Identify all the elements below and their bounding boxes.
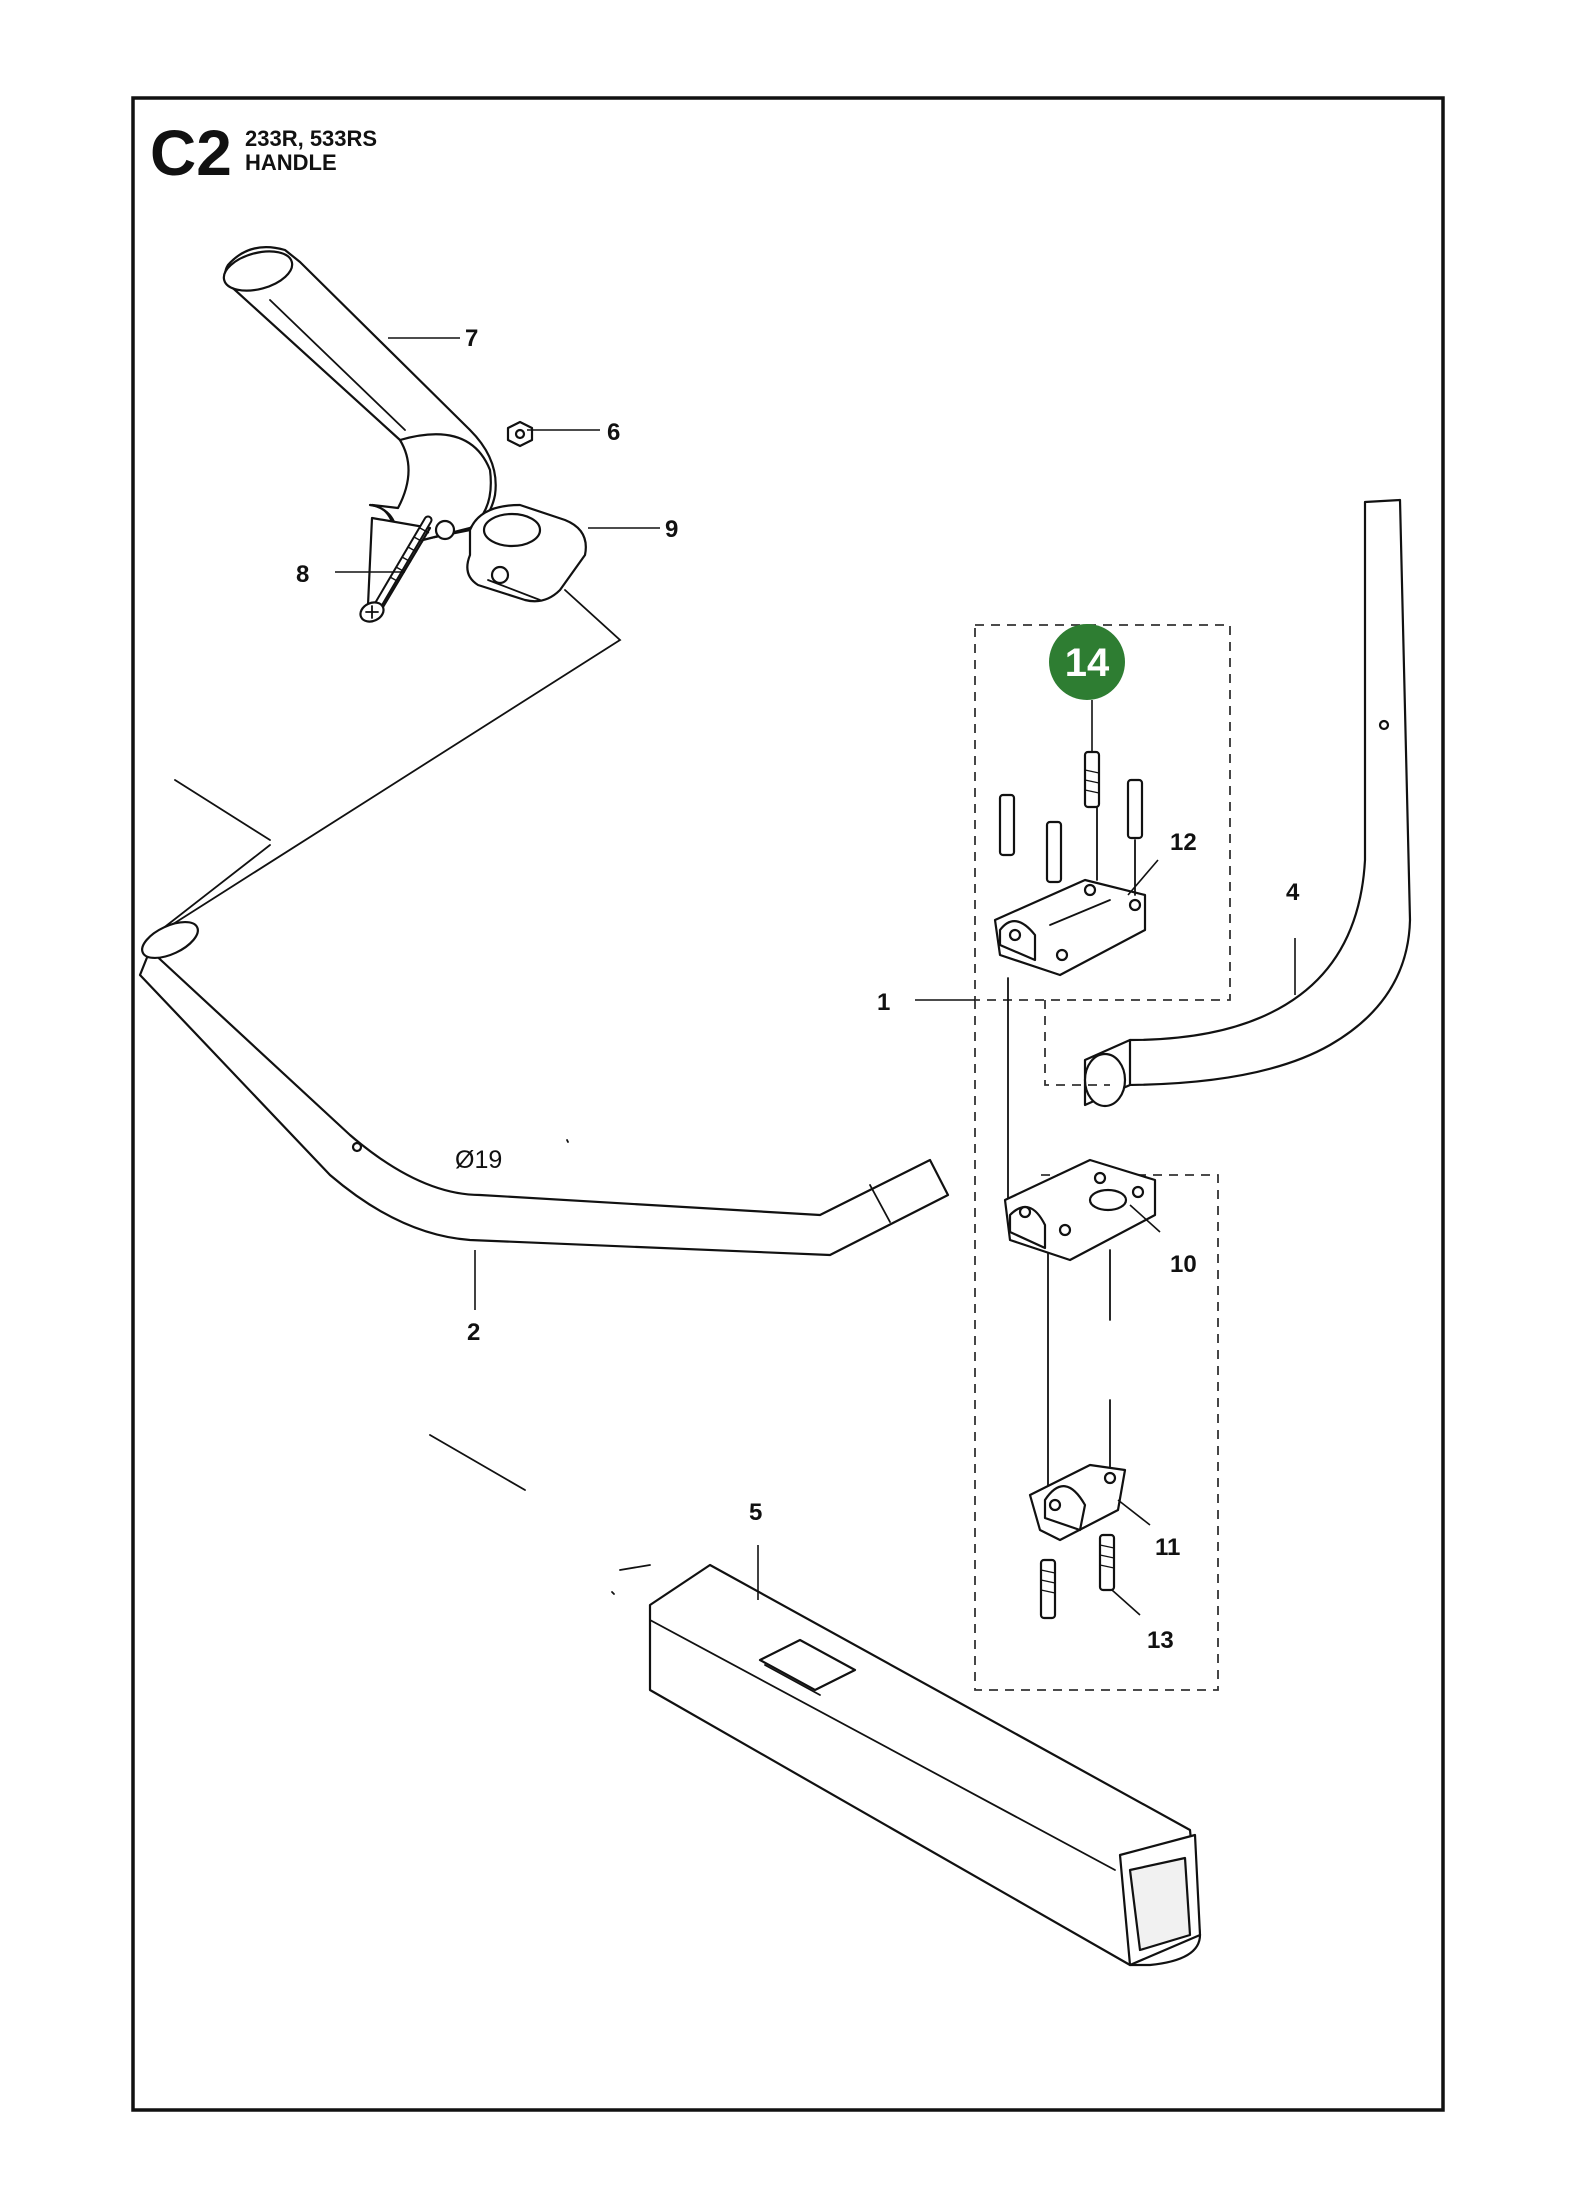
badge-label: 14 [1065,641,1110,685]
section-header: C2 233R, 533RS HANDLE [150,117,377,189]
callout-4: 4 [1286,879,1300,906]
upper-clamp-12 [993,878,1147,977]
saddle-11 [1028,1463,1127,1542]
handle-tube-right [1083,498,1412,1108]
screw-14 [1083,750,1101,809]
callout-6: 6 [607,419,620,446]
model-line: 233R, 533RS [245,126,377,151]
callout-9: 9 [665,516,678,543]
callout-8: 8 [296,561,309,588]
leader-lines [335,337,1296,1616]
grip-clamp [466,503,587,603]
section-title: HANDLE [245,150,337,175]
long-screw [359,515,433,623]
lower-clamp-10 [1003,1158,1157,1262]
callout-5: 5 [749,1499,762,1526]
badge-circle [1049,624,1125,700]
section-code: C2 [150,117,232,189]
callout-numbers: 7 6 9 8 12 4 1 10 2 5 11 13 [296,325,1300,1654]
grip-handle [222,246,497,544]
handle-tube-left [138,920,950,1257]
callout-13: 13 [1147,1627,1174,1654]
callout-1: 1 [877,989,890,1016]
highlight-badge-14: 14 [1049,624,1125,752]
callout-2: 2 [467,1319,480,1346]
construction-lines [147,589,651,1595]
shaft-sleeve [648,1563,1202,1967]
page-frame [131,96,1445,2112]
tube-diameter-label: Ø19 [455,1146,502,1174]
callout-10: 10 [1170,1251,1197,1278]
callout-12: 12 [1170,829,1197,856]
nut [506,420,534,448]
screws-13 [1039,1533,1116,1620]
callout-11: 11 [1155,1534,1180,1561]
callout-7: 7 [465,325,478,352]
clamp-assembly [974,624,1231,1691]
upper-kit-outline [974,624,1231,1001]
